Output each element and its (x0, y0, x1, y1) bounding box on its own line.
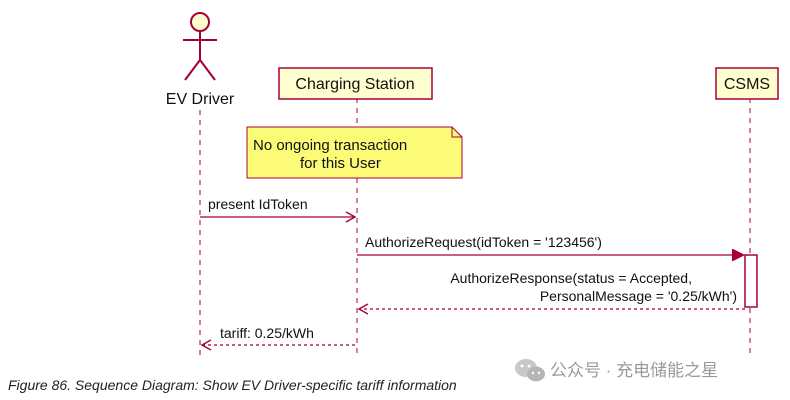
ev-driver-label: EV Driver (166, 91, 235, 108)
message-present-idtoken: present IdToken (200, 196, 357, 223)
csms-activation-bar (744, 254, 758, 308)
note-line-2: for this User (300, 155, 381, 172)
message-tariff: tariff: 0.25/kWh (200, 325, 355, 351)
message-present-idtoken-label: present IdToken (208, 196, 308, 212)
note-fold (451, 127, 462, 138)
message-tariff-label: tariff: 0.25/kWh (220, 325, 314, 341)
message-authorize-response-label-1: AuthorizeResponse(status = Accepted, (450, 270, 692, 286)
message-authorize-request: AuthorizeRequest(idToken = '123456') (357, 234, 743, 255)
wechat-icon (515, 359, 545, 382)
note-box (246, 126, 463, 179)
csms-label: CSMS (724, 76, 770, 93)
charging-station-box (278, 67, 433, 100)
charging-station-label: Charging Station (295, 76, 414, 93)
stick-figure-icon (183, 12, 217, 81)
note-line-1: No ongoing transaction (253, 137, 407, 154)
csms-box (715, 67, 779, 100)
message-authorize-response-label-2: PersonalMessage = '0.25/kWh') (540, 288, 737, 304)
charging-station-participant: Charging Station (278, 67, 433, 100)
message-authorize-request-label: AuthorizeRequest(idToken = '123456') (365, 234, 602, 250)
note: No ongoing transaction for this User (246, 126, 463, 179)
csms-participant: CSMS (715, 67, 779, 100)
watermark: 公众号 · 充电储能之星 (515, 359, 718, 382)
watermark-text: 公众号 · 充电储能之星 (550, 361, 718, 380)
figure-caption: Figure 86. Sequence Diagram: Show EV Dri… (8, 377, 457, 393)
message-authorize-response: AuthorizeResponse(status = Accepted, Per… (357, 270, 745, 315)
